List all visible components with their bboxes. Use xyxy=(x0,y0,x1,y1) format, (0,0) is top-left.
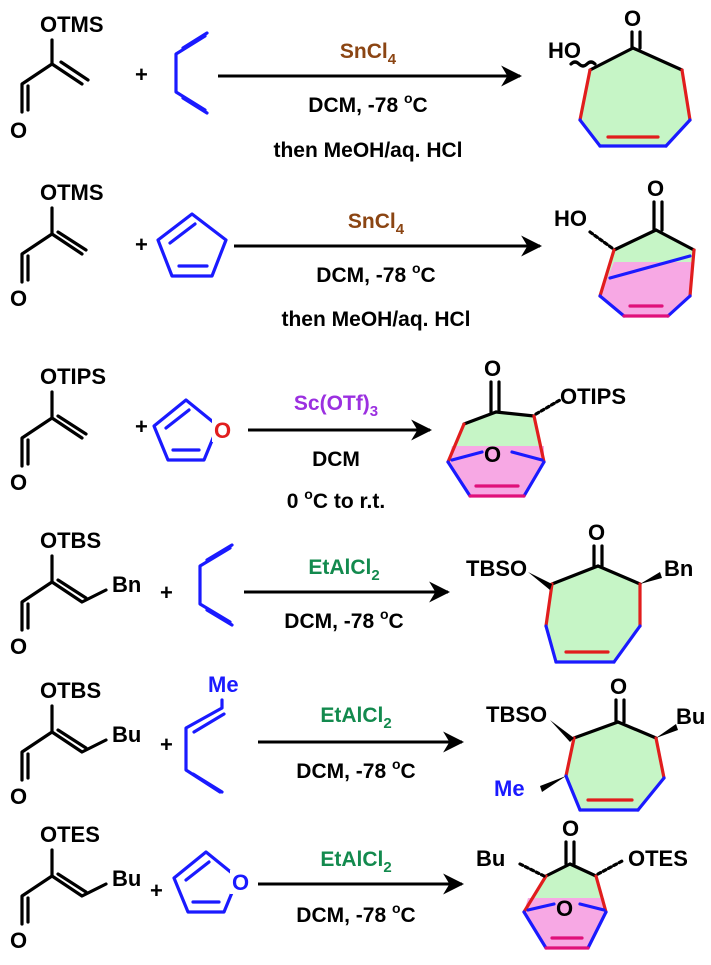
furan-oxygen-label: O xyxy=(214,418,231,443)
silyl-ether-product-label: TBSO xyxy=(486,702,547,727)
reaction-2: OTMS O + SnCl4 DCM, -78 oC then MeOH/aq.… xyxy=(10,176,696,331)
aldehyde-o-label: O xyxy=(10,470,27,495)
catalyst-label: EtAlCl2 xyxy=(320,848,391,876)
bridge-oxygen-label: O xyxy=(484,442,501,467)
silyl-ether-label: OTBS xyxy=(40,678,101,703)
reaction-3: OTIPS O + O Sc(OTf)3 DCM 0 oC to r.t. O xyxy=(10,356,626,513)
plus-sign: + xyxy=(160,580,173,605)
silyloxy-acrolein-3: OTIPS O xyxy=(10,364,106,495)
silyl-ether-label: OTMS xyxy=(40,180,104,205)
silyl-ether-product-label: OTES xyxy=(628,846,688,871)
substituent-product-label: Bu xyxy=(476,846,505,871)
oxabicyclic-product-3: O O OTIPS xyxy=(446,356,626,498)
aldehyde-o-label: O xyxy=(10,118,27,143)
furan-1: O xyxy=(152,398,240,462)
furan-2: O xyxy=(172,850,256,914)
oxabicyclic-product-6: O O Bu OTES xyxy=(476,816,688,950)
condition-line-1: DCM, -78 oC xyxy=(296,900,415,927)
butadiene-2 xyxy=(198,543,234,627)
condition-line-2: then MeOH/aq. HCl xyxy=(273,139,462,162)
cycloheptenone-product-1: O HO xyxy=(548,6,692,148)
ketone-o-label: O xyxy=(562,816,579,841)
hydroxyl-label: HO xyxy=(554,206,587,231)
plus-sign: + xyxy=(135,232,148,257)
condition-line-1: DCM, -78 oC xyxy=(284,606,403,633)
silyl-ether-label: OTES xyxy=(40,822,100,847)
ketone-o-label: O xyxy=(647,176,664,201)
ketone-o-label: O xyxy=(588,520,605,545)
reaction-5: OTBS Bu O + Me EtAlCl2 DCM, -78 oC O xyxy=(10,672,705,812)
aldehyde-o-label: O xyxy=(10,286,27,311)
silyl-ether-label: OTMS xyxy=(40,12,104,37)
aldehyde-o-label: O xyxy=(10,928,27,953)
substituent-label: Bu xyxy=(112,866,141,891)
cyclopentadiene xyxy=(156,212,228,278)
silyl-ether-label: OTBS xyxy=(40,528,101,553)
catalyst-label: SnCl4 xyxy=(340,40,397,68)
reaction-6: OTES Bu O + O EtAlCl2 DCM, -78 oC O xyxy=(10,816,688,953)
hydroxyl-label: HO xyxy=(548,38,581,63)
aldehyde-o-label: O xyxy=(10,634,27,659)
silyloxy-enal-6: OTES Bu O xyxy=(10,822,141,953)
silyl-ether-label: OTIPS xyxy=(40,364,106,389)
condition-line-2: 0 oC to r.t. xyxy=(287,486,385,513)
catalyst-label: SnCl4 xyxy=(348,210,405,238)
condition-line-1: DCM, -78 oC xyxy=(308,90,427,117)
condition-line-1: DCM xyxy=(312,448,360,471)
catalyst-label: EtAlCl2 xyxy=(308,556,379,584)
butadiene-1 xyxy=(174,31,209,115)
ketone-o-label: O xyxy=(624,6,641,31)
ketone-o-label: O xyxy=(484,356,501,381)
substituent-label: Bu xyxy=(112,722,141,747)
catalyst-label: EtAlCl2 xyxy=(320,704,391,732)
methyl-product-label: Me xyxy=(494,776,525,801)
catalyst-label: Sc(OTf)3 xyxy=(294,392,378,420)
substituent-product-label: Bn xyxy=(664,556,693,581)
bridge-oxygen-label: O xyxy=(556,896,573,921)
silyloxy-enal-5: OTBS Bu O xyxy=(10,678,141,809)
aldehyde-o-label: O xyxy=(10,784,27,809)
reaction-4: OTBS Bn O + EtAlCl2 DCM, -78 oC O xyxy=(10,520,693,664)
substituent-label: Bn xyxy=(112,572,141,597)
methyl-label: Me xyxy=(208,672,239,697)
cycloheptenone-product-5: O TBSO Bu Me xyxy=(486,674,705,812)
reaction-1: OTMS O + SnCl4 DCM, -78 oC then MeOH/aq.… xyxy=(10,6,692,162)
silyloxy-acrolein-2: OTMS O xyxy=(10,180,104,311)
plus-sign: + xyxy=(135,414,148,439)
condition-line-1: DCM, -78 oC xyxy=(316,260,435,287)
cycloheptenone-product-4: O TBSO Bn xyxy=(466,520,693,664)
silyloxy-acrolein-1: OTMS O xyxy=(10,12,104,143)
piperylene: Me xyxy=(184,672,239,794)
ketone-o-label: O xyxy=(610,674,627,699)
condition-line-1: DCM, -78 oC xyxy=(296,756,415,783)
bicyclic-ketone-product-2: O HO xyxy=(554,176,696,318)
furan-oxygen-label: O xyxy=(232,870,249,895)
condition-line-2: then MeOH/aq. HCl xyxy=(281,308,470,331)
plus-sign: + xyxy=(135,62,148,87)
silyloxy-enal-4: OTBS Bn O xyxy=(10,528,141,659)
silyl-ether-product-label: TBSO xyxy=(466,556,527,581)
plus-sign: + xyxy=(160,732,173,757)
substituent-product-label: Bu xyxy=(676,704,705,729)
silyl-ether-product-label: OTIPS xyxy=(560,384,626,409)
plus-sign: + xyxy=(150,878,163,903)
